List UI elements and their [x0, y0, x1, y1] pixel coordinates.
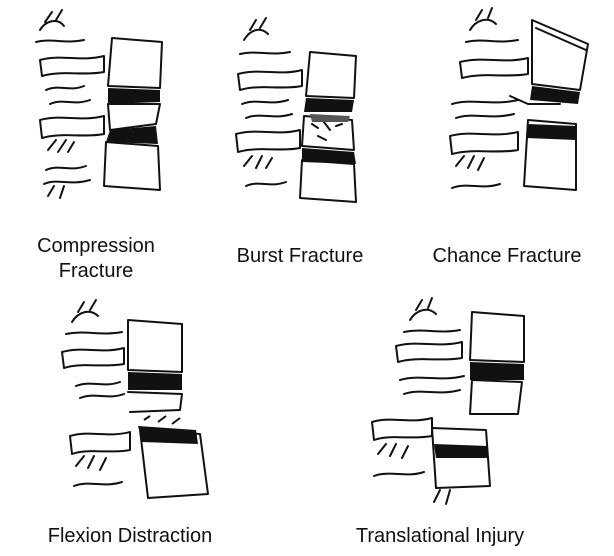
- caption-line: Translational Injury: [300, 524, 580, 549]
- caption-line: Flexion Distraction: [0, 524, 260, 549]
- flexion-distraction-illustration: [0, 290, 260, 520]
- panel-translational-injury: Translational Injury: [300, 290, 614, 556]
- caption-line: Burst Fracture: [202, 244, 398, 269]
- panel-compression-fracture: Compression Fracture: [0, 0, 200, 300]
- panel-flexion-distraction: Flexion Distraction: [0, 290, 260, 556]
- caption-compression-fracture: Compression Fracture: [12, 234, 180, 284]
- panel-burst-fracture: Burst Fracture: [200, 0, 400, 300]
- caption-chance-fracture: Chance Fracture: [402, 244, 612, 269]
- caption-line: Chance Fracture: [402, 244, 612, 269]
- panel-chance-fracture: Chance Fracture: [400, 0, 614, 300]
- caption-burst-fracture: Burst Fracture: [202, 244, 398, 269]
- caption-flexion-distraction: Flexion Distraction: [0, 524, 260, 549]
- compression-fracture-illustration: [0, 0, 200, 220]
- chance-fracture-illustration: [400, 0, 614, 220]
- translational-injury-illustration: [300, 290, 614, 520]
- caption-line: Compression: [12, 234, 180, 259]
- caption-line: Fracture: [12, 259, 180, 284]
- caption-translational-injury: Translational Injury: [300, 524, 580, 549]
- burst-fracture-illustration: [200, 0, 400, 220]
